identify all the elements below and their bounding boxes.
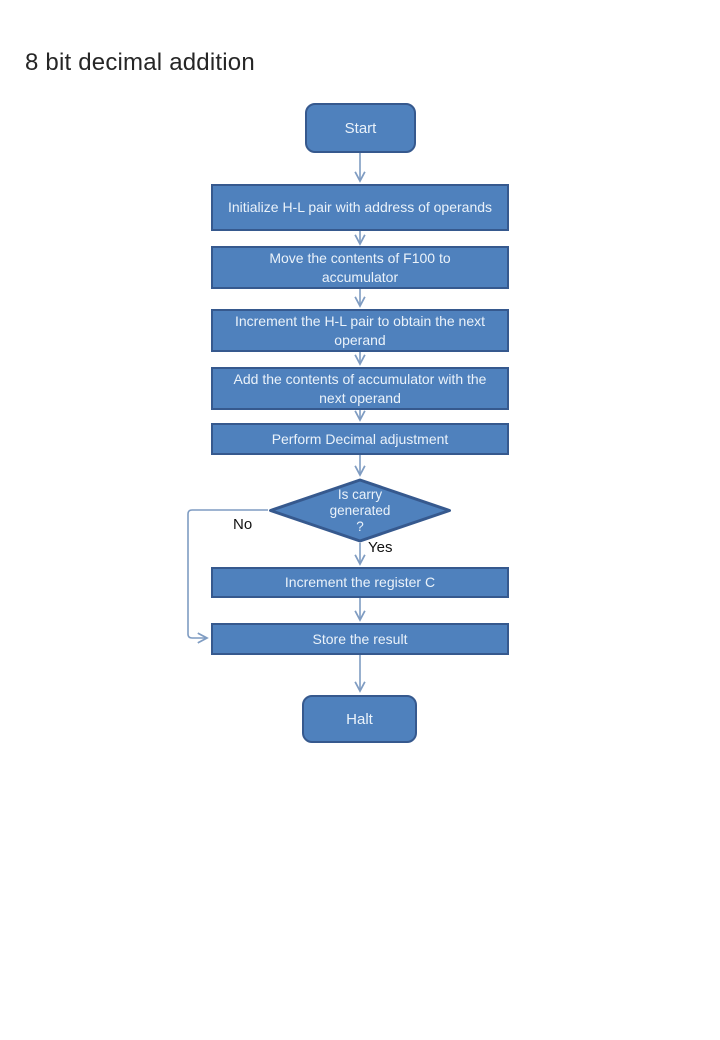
decision-carry-line2: generated <box>329 502 391 518</box>
process-add-contents: Add the contents of accumulator with the… <box>211 367 509 410</box>
process-increment-c: Increment the register C <box>211 567 509 598</box>
process-move-contents-line2: accumulator <box>321 268 399 285</box>
branch-label-yes: Yes <box>368 539 393 556</box>
process-increment-hl-line2: operand <box>334 331 386 348</box>
process-store-result: Store the result <box>211 623 509 655</box>
process-decimal-adjust: Perform Decimal adjustment <box>211 423 509 455</box>
branch-label-no: No <box>233 516 253 533</box>
halt-label: Halt <box>346 710 373 728</box>
process-increment-hl-line1: Increment the H-L pair to obtain the nex… <box>234 312 486 329</box>
process-decimal-adjust-label: Perform Decimal adjustment <box>271 430 449 447</box>
decision-carry-text: Is carry generated ? <box>268 478 452 543</box>
decision-carry-node: Is carry generated ? <box>268 478 452 543</box>
process-move-contents-line1: Move the contents of F100 to <box>269 249 451 266</box>
start-label: Start <box>344 119 377 137</box>
page-title: 8 bit decimal addition <box>25 49 255 76</box>
process-add-contents-line1: Add the contents of accumulator with the <box>233 370 487 387</box>
process-store-result-label: Store the result <box>312 630 408 647</box>
process-initialize-hl: Initialize H-L pair with address of oper… <box>211 184 509 231</box>
process-move-contents: Move the contents of F100 to accumulator <box>211 246 509 289</box>
process-initialize-hl-label: Initialize H-L pair with address of oper… <box>227 199 493 215</box>
process-increment-c-label: Increment the register C <box>284 574 436 590</box>
decision-carry-line3: ? <box>356 518 364 534</box>
decision-diamond-shape <box>269 478 451 543</box>
process-add-contents-line2: next operand <box>319 389 401 406</box>
halt-node: Halt <box>302 695 417 743</box>
decision-carry-line1: Is carry <box>337 486 383 502</box>
start-node: Start <box>305 103 416 153</box>
process-increment-hl: Increment the H-L pair to obtain the nex… <box>211 309 509 352</box>
